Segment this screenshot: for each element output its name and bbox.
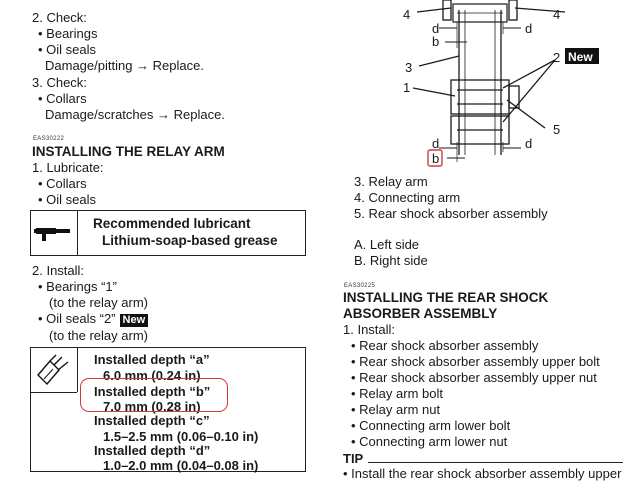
list-item: • Collars [38, 91, 87, 106]
installed-depth-box: Installed depth “a” 6.0 mm (0.24 in) Ins… [30, 347, 306, 473]
lubricant-box: Recommended lubricant Lithium-soap-based… [30, 210, 306, 256]
legend-item: A. Left side [354, 237, 420, 252]
depth-c-value: 1.5–2.5 mm (0.06–0.10 in) [103, 429, 259, 444]
step-label: 2. Check: [32, 10, 87, 25]
label-2: 2 [553, 50, 560, 65]
legend-item: 3. Relay arm [354, 174, 428, 189]
list-item: • Oil seals [38, 192, 97, 207]
note: Damage/scratches → Replace. [45, 107, 225, 122]
label-b-bottom: b [432, 151, 439, 166]
depth-a-value: 6.0 mm (0.24 in) [103, 368, 201, 383]
label-d-top-left: d [432, 21, 439, 36]
label-4-left: 4 [403, 7, 410, 22]
section-code: EAS30225 [344, 283, 376, 289]
tip-label: TIP [343, 451, 364, 466]
legend-item: B. Right side [354, 253, 428, 268]
list-item: • Rear shock absorber assembly [351, 338, 539, 353]
list-item: • Oil seals “2”New [32, 311, 149, 328]
label-5: 5 [553, 122, 560, 137]
list-item: • Relay arm bolt [351, 386, 443, 401]
depth-c-label: Installed depth “c” [94, 413, 210, 428]
depth-a-label: Installed depth “a” [94, 352, 210, 367]
label-d-bottom-right: d [525, 136, 532, 151]
label-1: 1 [403, 80, 410, 95]
lubricant-title: Recommended lubricant [93, 216, 251, 231]
install-rear-shock-step: 1. Install: • Rear shock absorber assemb… [343, 322, 600, 450]
depth-b-value: 7.0 mm (0.28 in) [103, 399, 201, 414]
note: (to the relay arm) [49, 295, 148, 310]
list-item: • Bearings [38, 26, 98, 41]
depth-b-label: Installed depth “b” [94, 384, 211, 399]
tip-text: • Install the rear shock absorber assemb… [343, 466, 622, 481]
list-item: • Collars [38, 176, 87, 191]
section-title: INSTALLING THE RELAY ARM [32, 144, 225, 159]
diagram-new-badge: New [568, 50, 593, 64]
step-label: 2. Install: [32, 263, 85, 278]
label-3: 3 [405, 60, 412, 75]
grease-gun-icon [34, 228, 70, 241]
red-highlight-b [427, 149, 443, 167]
parts-legend: 3. Relay arm 4. Connecting arm 5. Rear s… [354, 174, 548, 222]
depth-d-value: 1.0–2.0 mm (0.04–0.08 in) [103, 458, 259, 473]
note: (to the relay arm) [49, 328, 148, 343]
step-label: 1. Install: [343, 322, 396, 337]
label-d-bottom-left: d [432, 136, 439, 151]
oil-seals-label: • Oil seals “2” [38, 311, 116, 326]
label-4-right: 4 [553, 7, 560, 22]
relay-arm-diagram: 4 4 d d b 3 1 2 5 d d b New [403, 0, 599, 167]
list-item: • Bearings “1” [38, 279, 117, 294]
lubricant-value: Lithium-soap-based grease [102, 233, 278, 248]
new-badge: New [119, 314, 149, 327]
depth-d-label: Installed depth “d” [94, 443, 211, 458]
lubricate-step: 1. Lubricate: • Collars • Oil seals [32, 160, 104, 208]
list-item: • Oil seals [38, 42, 97, 57]
check-bearings-step: 2. Check: • Bearings • Oil seals Damage/… [32, 10, 204, 74]
section-title-line2: ABSORBER ASSEMBLY [343, 306, 498, 321]
check-collars-step: 3. Check: • Collars Damage/scratches → R… [32, 75, 225, 123]
step-label: 1. Lubricate: [32, 160, 104, 175]
legend-item: 4. Connecting arm [354, 190, 461, 205]
red-highlight-depth-b [80, 378, 228, 412]
side-legend: A. Left side B. Right side [354, 237, 428, 269]
legend-item: 5. Rear shock absorber assembly [354, 206, 548, 221]
label-b-top: b [432, 34, 439, 49]
note: Damage/pitting → Replace. [45, 58, 204, 73]
step-label: 3. Check: [32, 75, 87, 90]
list-item: • Relay arm nut [351, 402, 441, 417]
list-item: • Connecting arm lower nut [351, 434, 508, 449]
list-item: • Rear shock absorber assembly upper bol… [351, 354, 600, 369]
label-d-top-right: d [525, 21, 532, 36]
list-item: • Rear shock absorber assembly upper nut [351, 370, 597, 385]
section-code: EAS30222 [33, 136, 65, 142]
depth-gauge-icon [37, 354, 69, 386]
tip-rule [368, 462, 623, 463]
section-title-line1: INSTALLING THE REAR SHOCK [343, 290, 549, 305]
list-item: • Connecting arm lower bolt [351, 418, 511, 433]
install-step: 2. Install: • Bearings “1” (to the relay… [32, 263, 149, 344]
cut-off-text [352, 481, 612, 485]
